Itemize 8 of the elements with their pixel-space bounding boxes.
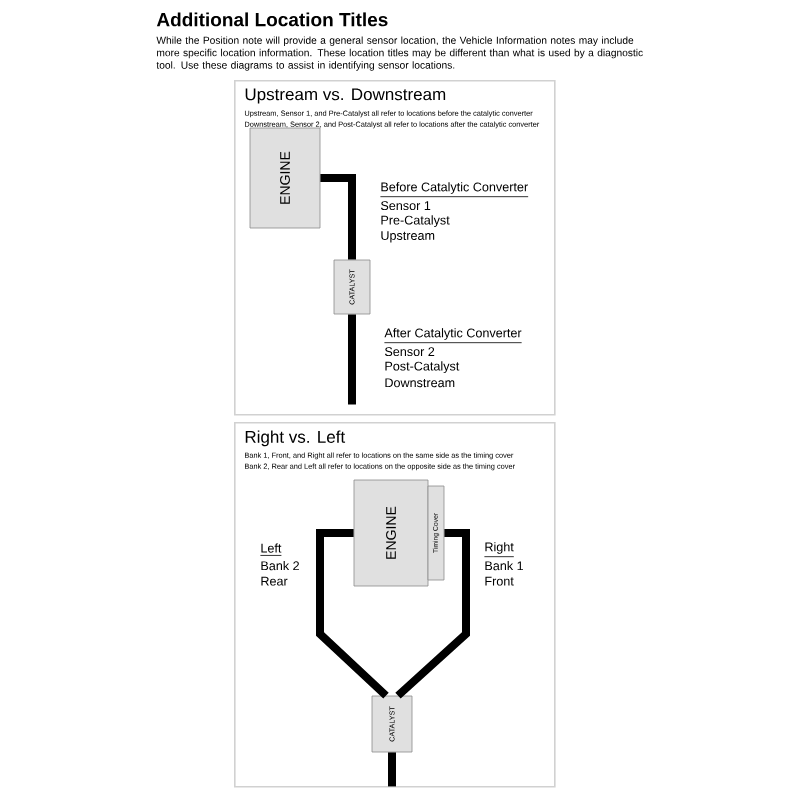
panel-title: Right vs. Left [245,430,346,447]
exhaust-pipe [320,174,356,260]
exhaust-pipe [348,314,356,405]
exhaust-pipe [388,752,396,787]
heading: Additional Location Titles [156,12,388,27]
panel-title: Upstream vs. Downstream [245,88,446,104]
exhaust-pipe [316,529,389,699]
exhaust-pipe [395,529,470,699]
